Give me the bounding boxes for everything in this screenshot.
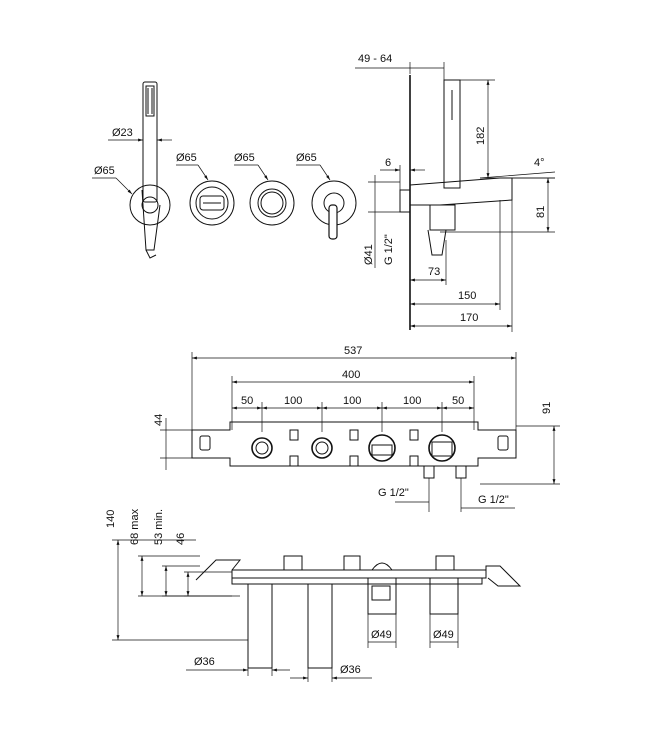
label-100a: 100 bbox=[284, 395, 302, 407]
label-d49a: Ø49 bbox=[371, 629, 392, 641]
label-182: 182 bbox=[475, 127, 487, 145]
label-g12-a: G 1/2" bbox=[378, 487, 409, 499]
front-view: 537 400 50 100 100 100 50 bbox=[153, 345, 560, 512]
plan-views: Ø23 Ø65 Ø65 Ø65 bbox=[92, 81, 357, 259]
label-44: 44 bbox=[153, 414, 165, 426]
label-140: 140 bbox=[105, 510, 117, 528]
bottom-view: 140 68 max 53 min. 46 Ø49 Ø49 Ø36 bbox=[105, 508, 522, 682]
label-d49b: Ø49 bbox=[433, 629, 454, 641]
label-81: 81 bbox=[535, 206, 547, 218]
label-4deg: 4° bbox=[534, 157, 545, 169]
knob-b-view: Ø65 bbox=[234, 152, 295, 226]
label-50b: 50 bbox=[452, 395, 464, 407]
label-g12-b: G 1/2" bbox=[478, 494, 509, 506]
label-d41: Ø41 bbox=[363, 244, 375, 265]
label-100b: 100 bbox=[343, 395, 361, 407]
label-49-64: 49 - 64 bbox=[358, 53, 392, 65]
label-91: 91 bbox=[541, 402, 553, 414]
label-d65-b: Ø65 bbox=[234, 152, 255, 164]
label-537: 537 bbox=[344, 345, 362, 357]
side-view: 49 - 64 182 6 4° 81 Ø41 G 1/2" 73 bbox=[355, 53, 556, 332]
handshower-view: Ø23 Ø65 bbox=[92, 81, 172, 259]
knob-a-view: Ø65 bbox=[176, 152, 235, 226]
label-d65-a: Ø65 bbox=[176, 152, 197, 164]
label-d36a: Ø36 bbox=[194, 656, 215, 668]
knob-c-view: Ø65 bbox=[296, 152, 357, 240]
label-6: 6 bbox=[385, 157, 391, 169]
label-53min: 53 min. bbox=[153, 509, 165, 545]
label-d23: Ø23 bbox=[112, 127, 133, 139]
label-46: 46 bbox=[175, 533, 187, 545]
label-400: 400 bbox=[342, 369, 360, 381]
label-50a: 50 bbox=[241, 395, 253, 407]
label-d65-c: Ø65 bbox=[296, 152, 317, 164]
label-g12-side: G 1/2" bbox=[383, 234, 395, 265]
label-d65-handshower: Ø65 bbox=[94, 165, 115, 177]
label-73: 73 bbox=[428, 266, 440, 278]
label-68max: 68 max bbox=[129, 508, 141, 545]
label-170: 170 bbox=[460, 312, 478, 324]
label-100c: 100 bbox=[403, 395, 421, 407]
label-150: 150 bbox=[458, 290, 476, 302]
label-d36b: Ø36 bbox=[340, 664, 361, 676]
